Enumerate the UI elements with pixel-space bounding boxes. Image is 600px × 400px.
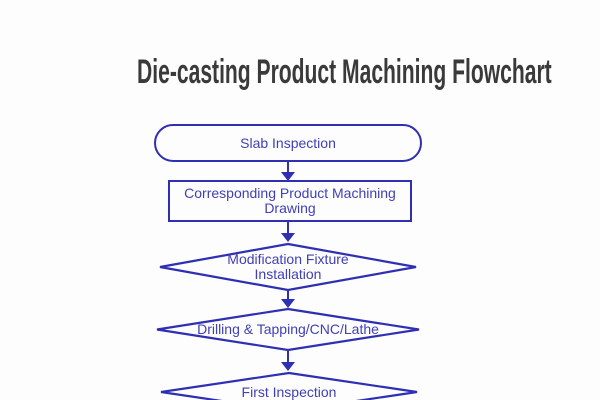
arrow-shaft	[287, 289, 289, 299]
flow-arrow-3	[281, 289, 295, 308]
arrow-head-icon	[281, 172, 295, 181]
page-title: Die-casting Product Machining Flowchart	[10, 54, 600, 90]
arrow-shaft	[287, 161, 289, 172]
node-product-machining-drawing-label-line1: Corresponding Product Machining	[184, 185, 396, 201]
flow-arrow-2	[281, 221, 295, 242]
node-modification-fixture: Modification Fixture Installation	[158, 242, 418, 292]
node-first-inspection: First Inspection	[159, 371, 419, 400]
node-drilling-tapping: Drilling & Tapping/CNC/Lathe	[155, 307, 421, 352]
node-first-inspection-label: First Inspection	[241, 383, 337, 400]
node-modification-fixture-label-line1: Modification Fixture	[227, 251, 349, 267]
node-product-machining-drawing-label-line2: Drawing	[264, 200, 316, 216]
flow-arrow-4	[281, 350, 295, 371]
flow-arrow-1	[281, 161, 295, 181]
page-title-text: Die-casting Product Machining Flowchart	[137, 53, 552, 91]
arrow-head-icon	[281, 362, 295, 371]
arrow-shaft	[287, 350, 289, 362]
node-first-inspection-shape	[160, 371, 418, 400]
node-drilling-tapping-label: Drilling & Tapping/CNC/Lathe	[197, 321, 379, 337]
arrow-shaft	[287, 221, 289, 233]
arrow-head-icon	[281, 299, 295, 308]
node-slab-inspection-label: Slab Inspection	[240, 134, 336, 151]
arrow-head-icon	[281, 233, 295, 242]
node-slab-inspection: Slab Inspection	[154, 124, 422, 162]
node-product-machining-drawing: Corresponding Product Machining Drawing	[168, 180, 412, 222]
node-modification-fixture-label-line2: Installation	[254, 266, 322, 282]
